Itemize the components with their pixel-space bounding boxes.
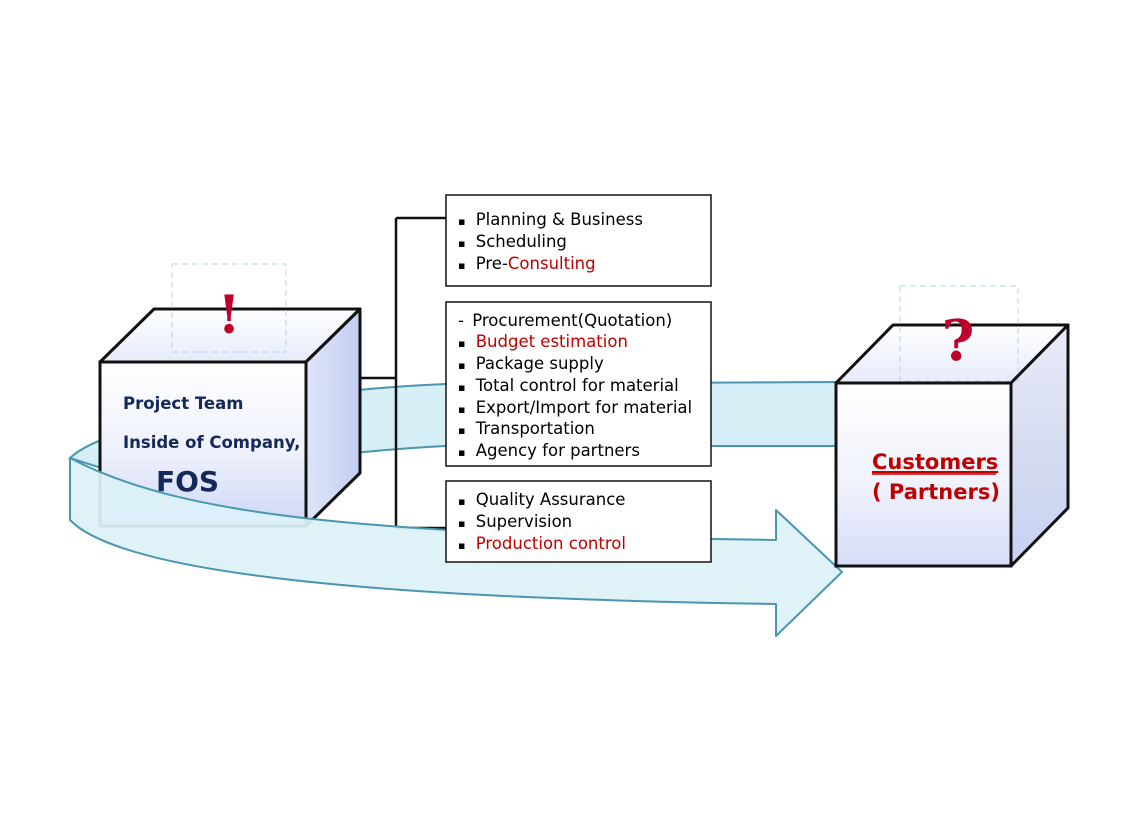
- svg-text:▪ Pre-Consulting: ▪ Pre-Consulting: [458, 254, 596, 273]
- box1-item-pre-prefix: Pre-: [476, 254, 508, 273]
- svg-text:- Procurement(Quotation): - Procurement(Quotation): [458, 311, 672, 330]
- customers-label: Customers: [872, 450, 998, 474]
- bullet: ▪: [458, 403, 465, 416]
- svg-text:▪ Export/Import for mate: ▪ Export/Import for material: [458, 398, 692, 417]
- left-mark-frame: [171, 263, 287, 353]
- box2-item-total-control: Total control for material: [475, 376, 679, 395]
- svg-text:▪ Scheduling: ▪ Scheduling: [458, 232, 567, 251]
- box2-item-agency: Agency for partners: [476, 441, 640, 460]
- fos-label: FOS: [156, 465, 219, 498]
- bullet: ▪: [458, 237, 465, 250]
- box2-item-transportation: Transportation: [475, 419, 595, 438]
- box1-item-scheduling: Scheduling: [476, 232, 567, 251]
- box3-item-supervision: Supervision: [476, 512, 572, 531]
- connector-bracket: [360, 216, 446, 530]
- left-exclamation-mark: !: [218, 285, 241, 346]
- bullet: ▪: [458, 539, 465, 552]
- box1-item-planning: Planning & Business: [476, 210, 643, 229]
- bullet: ▪: [458, 359, 465, 372]
- svg-text:▪ Planning & Business: ▪ Planning & Business: [458, 210, 643, 229]
- service-box-planning: ▪ Planning & Business ▪ Scheduling ▪ Pre…: [445, 194, 712, 287]
- box2-item-export-import: Export/Import for material: [476, 398, 692, 417]
- svg-text:▪ Budget estimation: ▪ Budget estimation: [458, 332, 628, 351]
- box2-item-package: Package supply: [476, 354, 604, 373]
- bullet: ▪: [458, 517, 465, 530]
- bullet: ▪: [458, 259, 465, 272]
- svg-text:▪ Agency for partners: ▪ Agency for partners: [458, 441, 640, 460]
- svg-text:▪ Supervision: ▪ Supervision: [458, 512, 572, 531]
- inside-company-label: Inside of Company,: [123, 433, 300, 452]
- box2-item-budget: Budget estimation: [476, 332, 628, 351]
- bullet: ▪: [458, 381, 465, 394]
- svg-text:▪ Transportation: ▪ Transportation: [458, 419, 595, 438]
- dash-bullet: -: [458, 311, 464, 330]
- box3-item-production: Production control: [476, 534, 626, 553]
- service-box-quality: ▪ Quality Assurance ▪ Supervision ▪ Prod…: [445, 480, 712, 563]
- right-cube: ? Customers ( Partners): [834, 285, 1070, 568]
- bullet: ▪: [458, 215, 465, 228]
- right-mark-frame: [899, 285, 1019, 382]
- box1-item-consulting: Consulting: [508, 254, 596, 273]
- svg-text:▪ Quality Assurance: ▪ Quality Assurance: [458, 490, 625, 509]
- bullet: ▪: [458, 446, 465, 459]
- service-box-procurement: - Procurement(Quotation) ▪ Budget estima…: [445, 301, 712, 467]
- partners-label: ( Partners): [872, 480, 1000, 504]
- project-team-label: Project Team: [123, 394, 243, 413]
- box3-item-quality: Quality Assurance: [476, 490, 626, 509]
- svg-text:▪ Total control for mate: ▪ Total control for material: [458, 376, 679, 395]
- svg-text:▪ Package supply: ▪ Package supply: [458, 354, 604, 373]
- right-question-mark: ?: [942, 308, 975, 374]
- bullet: ▪: [458, 424, 465, 437]
- box2-item-procurement: Procurement(Quotation): [472, 311, 672, 330]
- bullet: ▪: [458, 337, 465, 350]
- svg-text:▪ Production control: ▪ Production control: [458, 534, 626, 553]
- bullet: ▪: [458, 495, 465, 508]
